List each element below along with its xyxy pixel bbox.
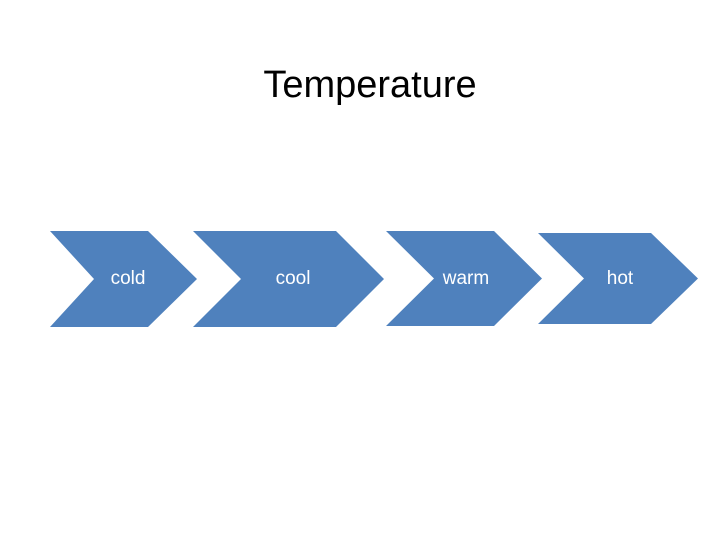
chevron-shape [50,231,197,327]
process-step-cool: cool [193,231,384,327]
process-step-label: cool [275,268,311,289]
process-step-warm: warm [386,231,542,326]
chevron-shape [538,233,698,324]
process-step-label: cold [110,268,146,289]
chevron-shape [193,231,384,327]
process-step-label: hot [606,267,634,289]
slide-title: Temperature [263,64,477,106]
process-step-label: warm [442,267,490,289]
process-step-hot: hot [538,233,698,324]
process-step-cold: cold [50,231,197,327]
chevron-shape [386,231,542,326]
